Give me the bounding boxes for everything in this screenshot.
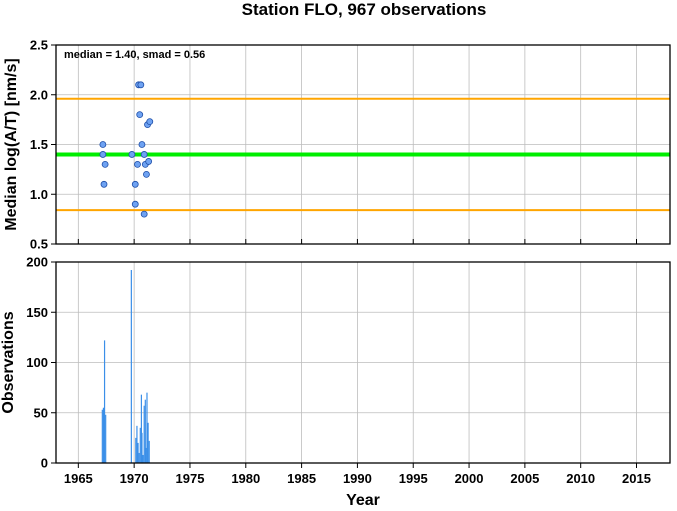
data-point	[100, 180, 108, 188]
y-tick-label: 2.0	[30, 87, 48, 102]
data-point	[137, 81, 145, 89]
y-tick-label: 100	[26, 355, 48, 370]
x-tick-label: 2015	[622, 471, 651, 486]
observations-panel-y-ticks: 0 50 100 150 200	[26, 255, 56, 471]
data-point	[136, 111, 144, 119]
data-point	[138, 141, 146, 148]
year-x-ticks: 1965 1970 1975 1980 1985 1990 1995 2000 2005 2010…	[64, 463, 651, 486]
data-point	[131, 200, 139, 208]
x-tick-label: 2000	[455, 471, 484, 486]
chart-title: Station FLO, 967 observations	[242, 0, 487, 19]
observation-bars	[101, 270, 150, 463]
y-tick-label: 1.5	[30, 137, 48, 152]
y-tick-label: 150	[26, 305, 48, 320]
x-tick-label: 2005	[510, 471, 539, 486]
data-point	[99, 141, 107, 148]
x-tick-label: 1970	[120, 471, 149, 486]
x-tick-label: 1965	[64, 471, 93, 486]
observations-y-axis-label: Observations	[0, 311, 17, 413]
median-y-axis-label: Median log(A/T) [nm/s]	[3, 58, 20, 230]
median-panel: 0.5 1.0 1.5 2.0 2.5 median = 1.40, smad = 0.…	[3, 38, 671, 252]
y-tick-label: 1.0	[30, 187, 48, 202]
smad-band-lines	[56, 97, 670, 212]
data-point	[140, 151, 148, 158]
data-point	[145, 158, 153, 165]
stats-annotation: median = 1.40, smad = 0.56	[64, 49, 205, 61]
y-tick-label: 0.5	[30, 237, 48, 252]
x-tick-label: 1985	[287, 471, 316, 486]
data-point	[140, 210, 148, 218]
median-panel-y-ticks: 0.5 1.0 1.5 2.0 2.5	[30, 38, 56, 252]
x-tick-label: 1990	[343, 471, 372, 486]
x-tick-label: 1975	[176, 471, 205, 486]
data-point	[101, 160, 109, 168]
data-point	[143, 170, 150, 178]
data-point	[99, 151, 107, 158]
y-tick-label: 50	[34, 405, 48, 420]
y-tick-label: 2.5	[30, 38, 48, 53]
x-tick-label: 1995	[399, 471, 428, 486]
year-x-axis-label: Year	[346, 492, 380, 509]
median-points	[99, 81, 154, 218]
data-point	[128, 151, 136, 158]
observations-panel: 0 50 100 150 200 1965 1970 1975 1980 1985 1990 199…	[0, 255, 671, 509]
y-tick-label: 0	[41, 456, 48, 471]
data-point	[131, 180, 139, 188]
data-point	[146, 118, 154, 126]
data-point	[134, 160, 141, 168]
x-tick-label: 2010	[566, 471, 595, 486]
y-tick-label: 200	[26, 255, 48, 270]
x-tick-label: 1980	[231, 471, 260, 486]
median-panel-grid	[56, 44, 670, 245]
